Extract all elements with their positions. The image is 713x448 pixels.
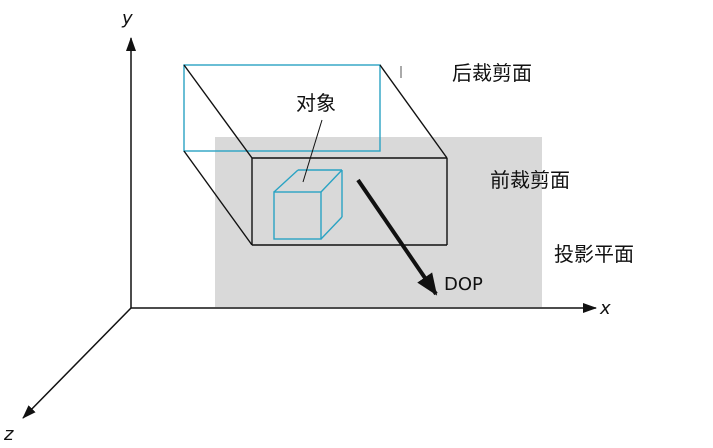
- object-label: 对象: [296, 91, 336, 115]
- projection-plane-label: 投影平面: [554, 242, 634, 266]
- back-clip-label: 后裁剪面: [452, 61, 532, 85]
- object-leader-line: [302, 119, 323, 183]
- object-cube: [273, 169, 343, 240]
- projection-plane: [215, 137, 542, 307]
- x-axis-label: x: [599, 298, 611, 319]
- front-clip-label: 前裁剪面: [490, 168, 570, 192]
- view-volume: [183, 64, 448, 246]
- back-clip-plane: [183, 64, 381, 152]
- dop-label: DOP: [444, 274, 483, 295]
- z-axis: [22, 307, 132, 419]
- dop-arrow: [356, 178, 438, 296]
- z-axis-label: z: [3, 424, 14, 445]
- y-axis-label: y: [121, 8, 133, 29]
